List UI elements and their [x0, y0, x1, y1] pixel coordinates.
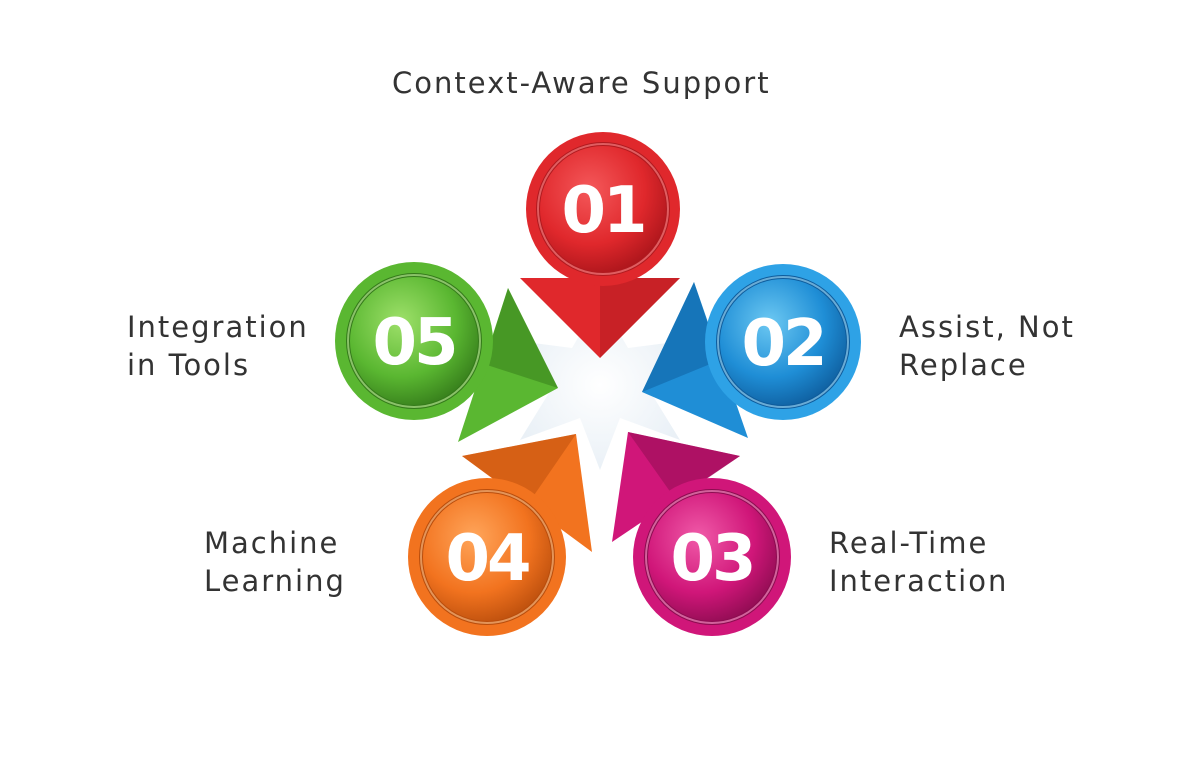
step-01-label: Context-Aware Support [392, 64, 771, 102]
step-04-number: 04 [445, 522, 529, 596]
center-star [510, 300, 690, 470]
step-04-label-line-1: Machine [204, 526, 340, 560]
arrow-03-shade [628, 432, 740, 500]
step-05-badge: 05 [335, 262, 493, 420]
step-04-badge: 04 [408, 478, 566, 636]
step-05-number: 05 [372, 306, 455, 380]
step-03-label-line-2: Interaction [829, 564, 1009, 598]
step-02-label: Assist, Not Replace [899, 308, 1075, 384]
step-01-number: 01 [561, 174, 644, 248]
step-02-label-line-1: Assist, Not [899, 310, 1075, 344]
arrow-05-shade [484, 288, 558, 388]
step-02-label-line-2: Replace [899, 348, 1028, 382]
step-05-label: Integration in Tools [127, 308, 309, 384]
step-05-label-line-2: in Tools [127, 348, 251, 382]
step-03-label: Real-Time Interaction [829, 524, 1008, 600]
step-03-number: 03 [670, 522, 753, 596]
arrow-01-shade [600, 278, 680, 358]
step-02-number: 02 [741, 307, 824, 381]
step-03-badge: 03 [633, 478, 791, 636]
step-01-label-line-1: Context-Aware Support [392, 66, 771, 100]
arrow-02-shade [642, 282, 720, 392]
step-01-badge: 01 [526, 132, 680, 286]
step-05-label-line-1: Integration [127, 310, 309, 344]
step-03-label-line-1: Real-Time [829, 526, 989, 560]
arrow-04-shade [462, 434, 576, 504]
step-04-label-line-2: Learning [204, 564, 346, 598]
step-04-label: Machine Learning [204, 524, 346, 600]
step-02-badge: 02 [705, 264, 861, 420]
